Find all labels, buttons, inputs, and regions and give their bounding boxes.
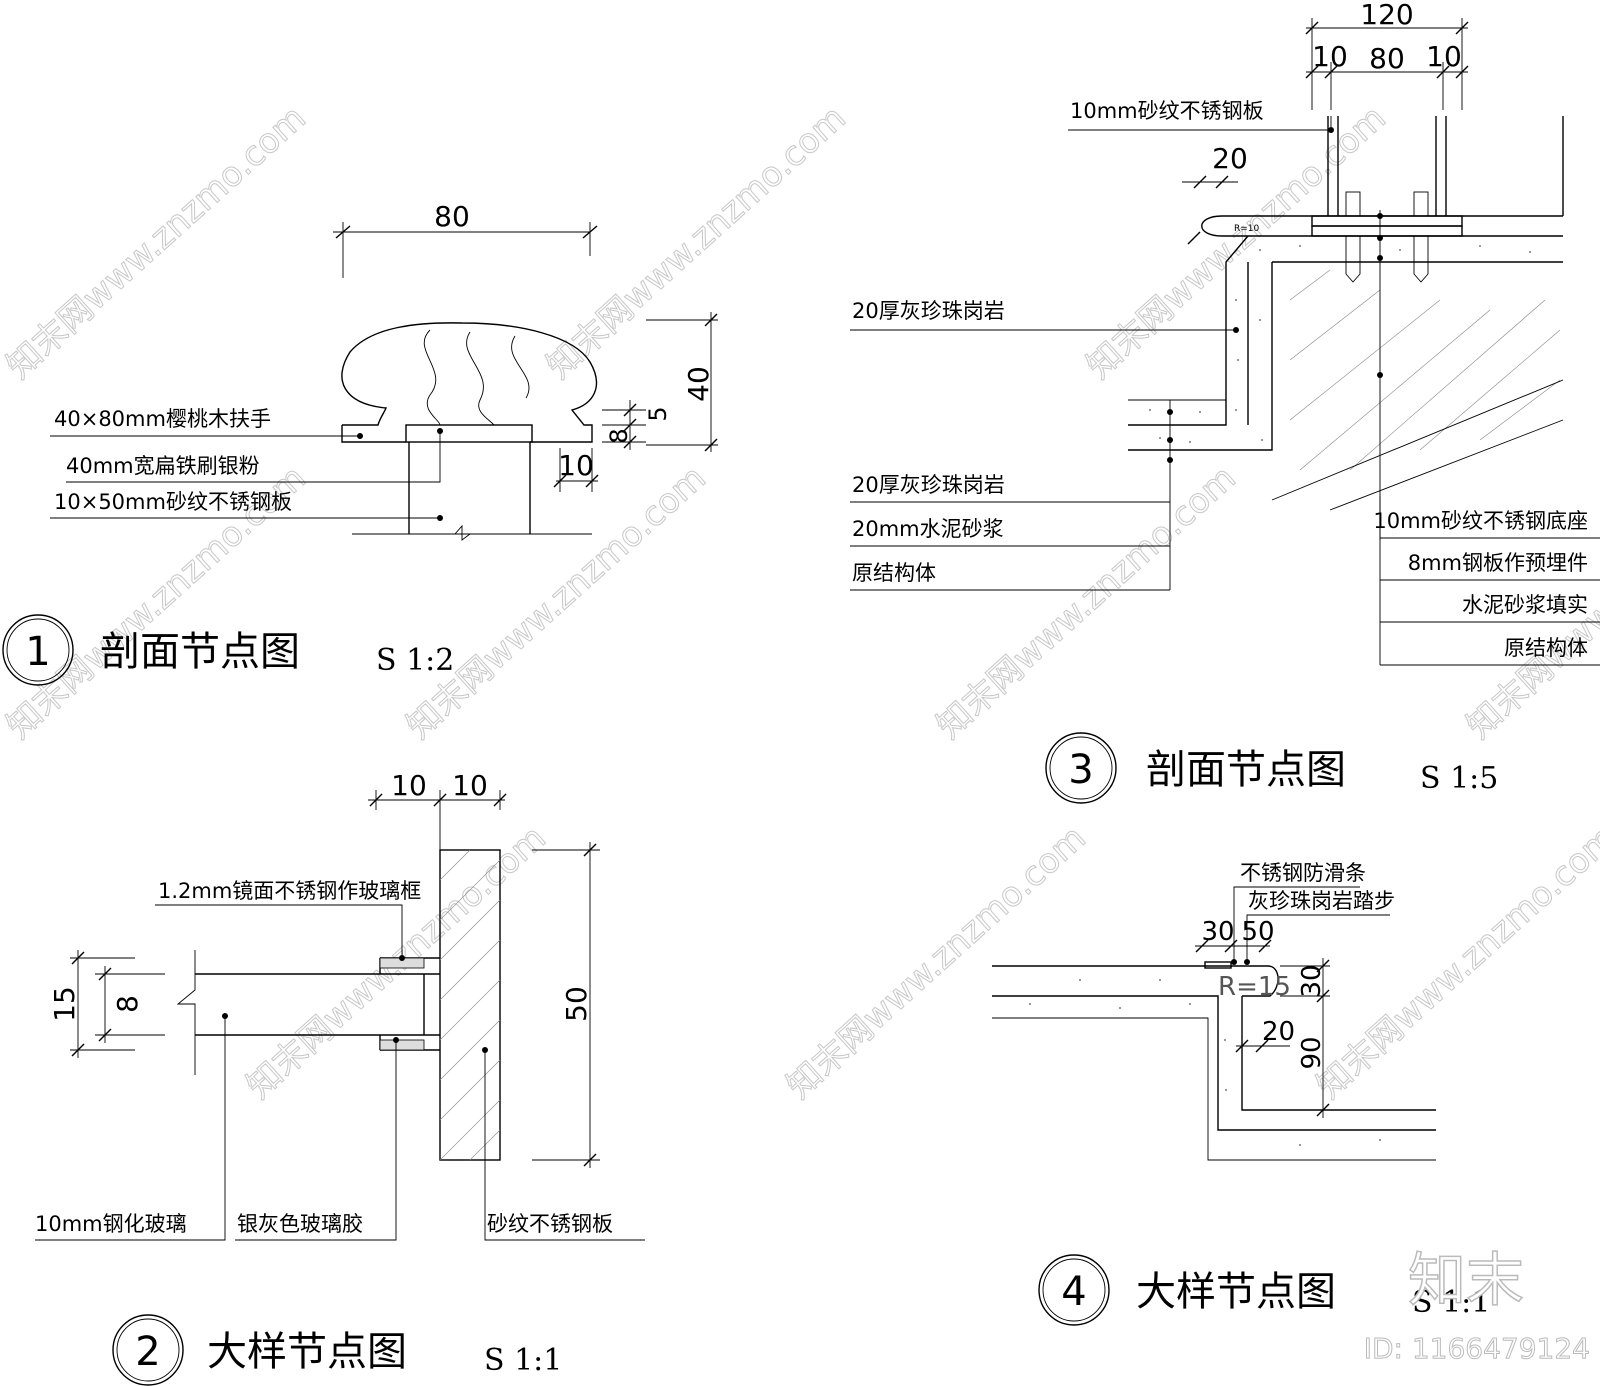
label-glue: 银灰色玻璃胶 bbox=[237, 1212, 363, 1236]
label-handrail: 40×80mm樱桃木扶手 bbox=[54, 407, 271, 431]
dim-50: 50 bbox=[560, 986, 593, 1022]
dim-120: 120 bbox=[1360, 0, 1413, 31]
label-anti-slip: 不锈钢防滑条 bbox=[1240, 861, 1366, 885]
label-steel-plate: 10×50mm砂纹不锈钢板 bbox=[54, 490, 292, 514]
dim-20-h: 20 bbox=[1262, 1017, 1295, 1047]
dim-10: 10 bbox=[558, 449, 594, 482]
dim-10-a: 10 bbox=[1312, 40, 1348, 73]
detail-2: 10 10 50 bbox=[35, 769, 645, 1386]
handrail-profile bbox=[341, 322, 598, 443]
label-mirror-frame: 1.2mm镜面不锈钢作玻璃框 bbox=[158, 879, 421, 903]
label-left-structure: 原结构体 bbox=[852, 561, 936, 585]
label-right-structure: 原结构体 bbox=[1504, 636, 1588, 660]
watermark-text: 知末网www.znzmo.com bbox=[779, 818, 1093, 1107]
dim-8: 8 bbox=[111, 995, 144, 1013]
watermark-text: 知末网www.znzmo.com bbox=[929, 458, 1243, 747]
dim-10-left: 10 bbox=[391, 769, 427, 802]
detail-1: 80 40 8 5 10 bbox=[2, 200, 718, 686]
label-right-fill: 水泥砂浆填实 bbox=[1462, 593, 1588, 617]
id-label: ID: 1166479124 bbox=[1364, 1332, 1590, 1365]
detail-3-title: 剖面节点图 bbox=[1146, 747, 1346, 793]
label-flat-iron: 40mm宽扁铁刷银粉 bbox=[66, 454, 260, 478]
watermark-text: 知末网www.znzmo.com bbox=[539, 98, 853, 387]
dim-30-v: 30 bbox=[1297, 964, 1327, 997]
detail-2-number: 2 bbox=[135, 1329, 160, 1375]
dim-30-h: 30 bbox=[1201, 917, 1234, 947]
detail-3-number: 3 bbox=[1068, 747, 1093, 793]
detail-1-number: 1 bbox=[25, 629, 50, 675]
detail-2-scale: S 1:1 bbox=[484, 1343, 562, 1378]
label-right-base: 10mm砂纹不锈钢底座 bbox=[1373, 509, 1588, 533]
label-left-mortar: 20mm水泥砂浆 bbox=[852, 517, 1004, 541]
dim-80: 80 bbox=[1369, 42, 1405, 75]
detail-3: 120 10 80 10 bbox=[850, 0, 1600, 804]
radius-15: R=15 bbox=[1218, 972, 1291, 1002]
detail-4: 不锈钢防滑条 灰珍珠岗岩踏步 30 50 R=15 20 30 90 4 大样节… bbox=[992, 861, 1490, 1326]
brand-logo: 知末 bbox=[1408, 1246, 1524, 1314]
watermark-text: 知末网www.znzmo.com bbox=[0, 98, 314, 387]
dim-10-right: 10 bbox=[452, 769, 488, 802]
detail-4-title: 大样节点图 bbox=[1136, 1269, 1336, 1315]
label-left-granite: 20厚灰珍珠岗岩 bbox=[852, 473, 1005, 497]
label-glass: 10mm钢化玻璃 bbox=[35, 1212, 187, 1236]
dim-80: 80 bbox=[434, 200, 470, 233]
dim-5: 5 bbox=[644, 406, 672, 421]
label-top-plate: 10mm砂纹不锈钢板 bbox=[1070, 99, 1264, 123]
detail-1-scale: S 1:2 bbox=[376, 643, 454, 678]
detail-2-title: 大样节点图 bbox=[207, 1329, 407, 1375]
dim-20: 20 bbox=[1212, 142, 1248, 175]
detail-3-scale: S 1:5 bbox=[1420, 761, 1498, 796]
dim-40: 40 bbox=[682, 366, 715, 402]
label-granite: 20厚灰珍珠岗岩 bbox=[852, 299, 1005, 323]
detail-4-number: 4 bbox=[1061, 1269, 1086, 1315]
label-sanded-plate: 砂纹不锈钢板 bbox=[487, 1212, 613, 1236]
dim-15: 15 bbox=[48, 986, 81, 1022]
dim-90-v: 90 bbox=[1297, 1036, 1327, 1069]
label-right-embed: 8mm钢板作预埋件 bbox=[1408, 551, 1588, 575]
detail-4-scale: S 1:1 bbox=[1412, 1285, 1490, 1320]
watermark-text: 知末网www.znzmo.com bbox=[399, 458, 713, 747]
dim-10-b: 10 bbox=[1426, 40, 1462, 73]
dim-8: 8 bbox=[605, 428, 633, 443]
radius-label: R=10 bbox=[1234, 224, 1260, 234]
detail-1-title: 剖面节点图 bbox=[100, 629, 300, 675]
dim-50-h: 50 bbox=[1241, 917, 1274, 947]
label-granite-tread: 灰珍珠岗岩踏步 bbox=[1248, 889, 1395, 913]
